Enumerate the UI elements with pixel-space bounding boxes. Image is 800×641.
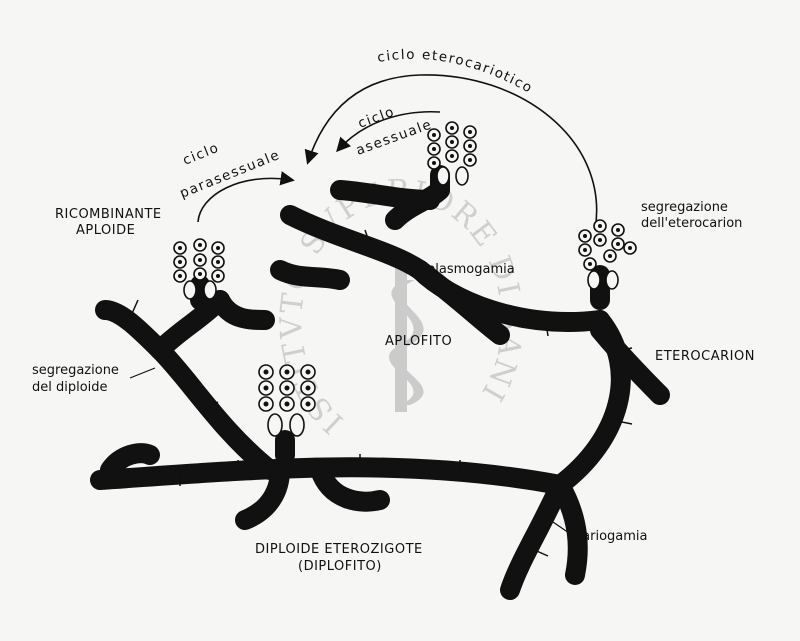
hyphae-network bbox=[90, 165, 670, 600]
label-ciclo-asessuale-1: ciclo bbox=[356, 104, 397, 132]
label-aploide: APLOIDE bbox=[76, 223, 135, 238]
svg-text:ciclo eterocariotico: ciclo eterocariotico bbox=[376, 47, 536, 97]
label-segregazione-diploide-1: segregazione bbox=[32, 363, 119, 378]
cycle-arrows bbox=[197, 74, 598, 231]
arrow-ciclo-eterocariotico bbox=[304, 74, 598, 231]
label-ricombinante: RICOMBINANTE bbox=[55, 207, 162, 222]
pointer-cariogamia bbox=[549, 519, 573, 536]
label-segregazione-eterocarion-2: dell'eterocarion bbox=[641, 216, 742, 231]
label-segregazione-diploide-2: del diploide bbox=[32, 380, 108, 395]
spore-nuclei bbox=[178, 126, 632, 407]
label-diploide-eterozigote: DIPLOIDE ETEROZIGOTE bbox=[255, 542, 423, 557]
label-segregazione-eterocarion-1: segregazione bbox=[641, 200, 728, 215]
label-aplofito: APLOFITO bbox=[385, 334, 452, 349]
conidiophore-asessuale bbox=[427, 121, 477, 186]
arrow-ciclo-asessuale bbox=[336, 110, 441, 153]
label-plasmogamia: plasmogamia bbox=[427, 262, 515, 277]
label-eterocarion: ETEROCARION bbox=[655, 349, 755, 364]
label-cariogamia: cariogamia bbox=[575, 529, 647, 544]
label-diplofito: (DIPLOFITO) bbox=[298, 559, 382, 574]
conidiophore-diploide bbox=[258, 364, 316, 437]
label-ciclo-parasessuale-1: ciclo bbox=[181, 140, 222, 169]
caduceus-icon bbox=[388, 262, 424, 412]
label-ciclo-eterocariotico: ciclo eterocariotico bbox=[376, 47, 534, 97]
labels: ciclo eterocariotico ciclo asessuale cic… bbox=[32, 47, 755, 574]
arrow-ciclo-parasessuale bbox=[197, 171, 295, 223]
pointer-segregazione-diploide bbox=[129, 367, 156, 379]
conidiophore-eterocarion bbox=[578, 219, 637, 290]
